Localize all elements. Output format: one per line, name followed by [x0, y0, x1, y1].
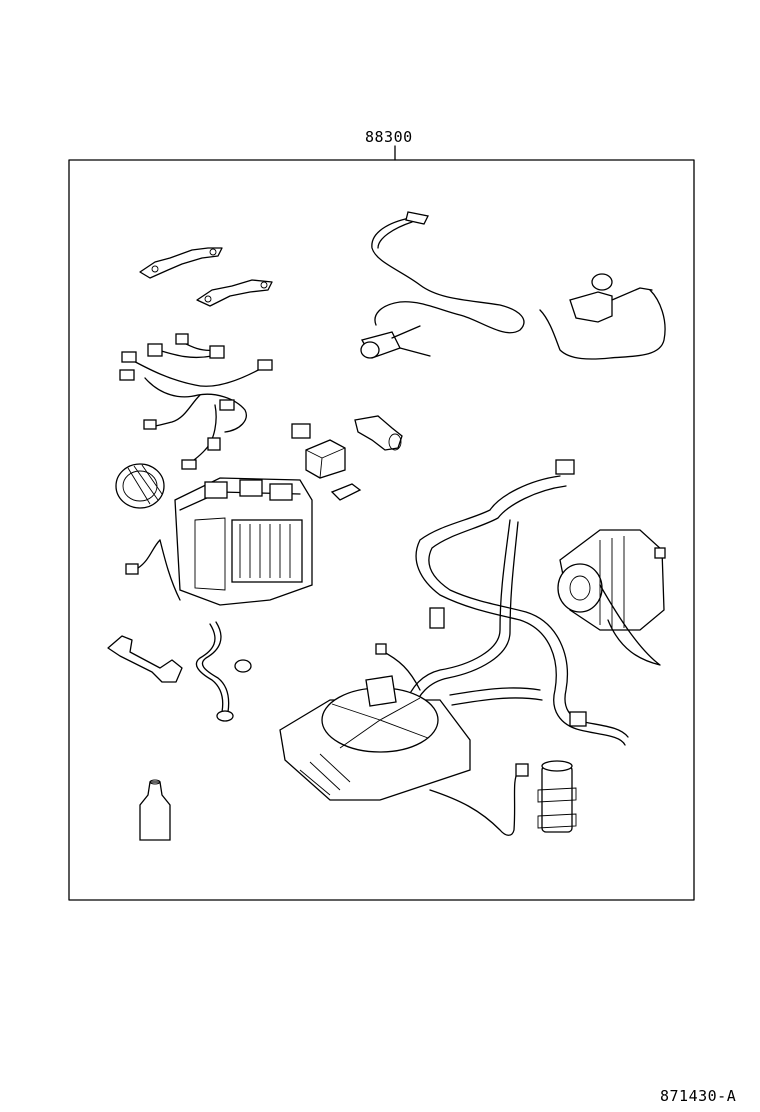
relay-block: [291, 423, 346, 479]
mounting-bracket: [107, 635, 183, 683]
thermistor-sensor: [330, 415, 403, 501]
wiring-harness: [119, 333, 273, 470]
bracket-lower: [196, 279, 273, 307]
air-duct-hose: [115, 463, 165, 509]
drain-pipe: [195, 621, 252, 722]
assembly-frame: [68, 159, 695, 901]
receiver-drier: [537, 760, 577, 833]
diagram-id-label: 871430-A: [660, 1087, 737, 1105]
condenser-fan: [279, 643, 529, 836]
part-number-label: 88300: [365, 128, 413, 146]
vacuum-hose-assembly: [360, 211, 666, 360]
bracket-upper: [139, 247, 223, 279]
compressor-oil-bottle: [139, 779, 171, 841]
evaporator-unit: [125, 477, 313, 606]
compressor: [557, 529, 666, 666]
refrigerant-hoses: [404, 459, 629, 746]
